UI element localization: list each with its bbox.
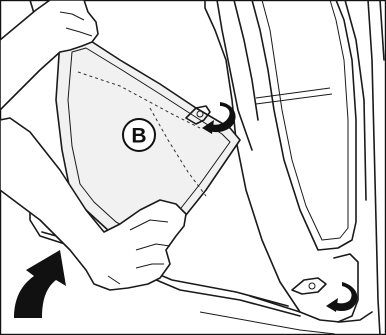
- lower-rotate-arrow-icon: [326, 282, 357, 312]
- callout-b: B: [123, 119, 155, 151]
- lift-up-arrow-icon: [14, 250, 66, 318]
- callout-label: B: [131, 125, 146, 148]
- lower-latch: [292, 278, 326, 294]
- oven-door-frame: [200, 0, 384, 335]
